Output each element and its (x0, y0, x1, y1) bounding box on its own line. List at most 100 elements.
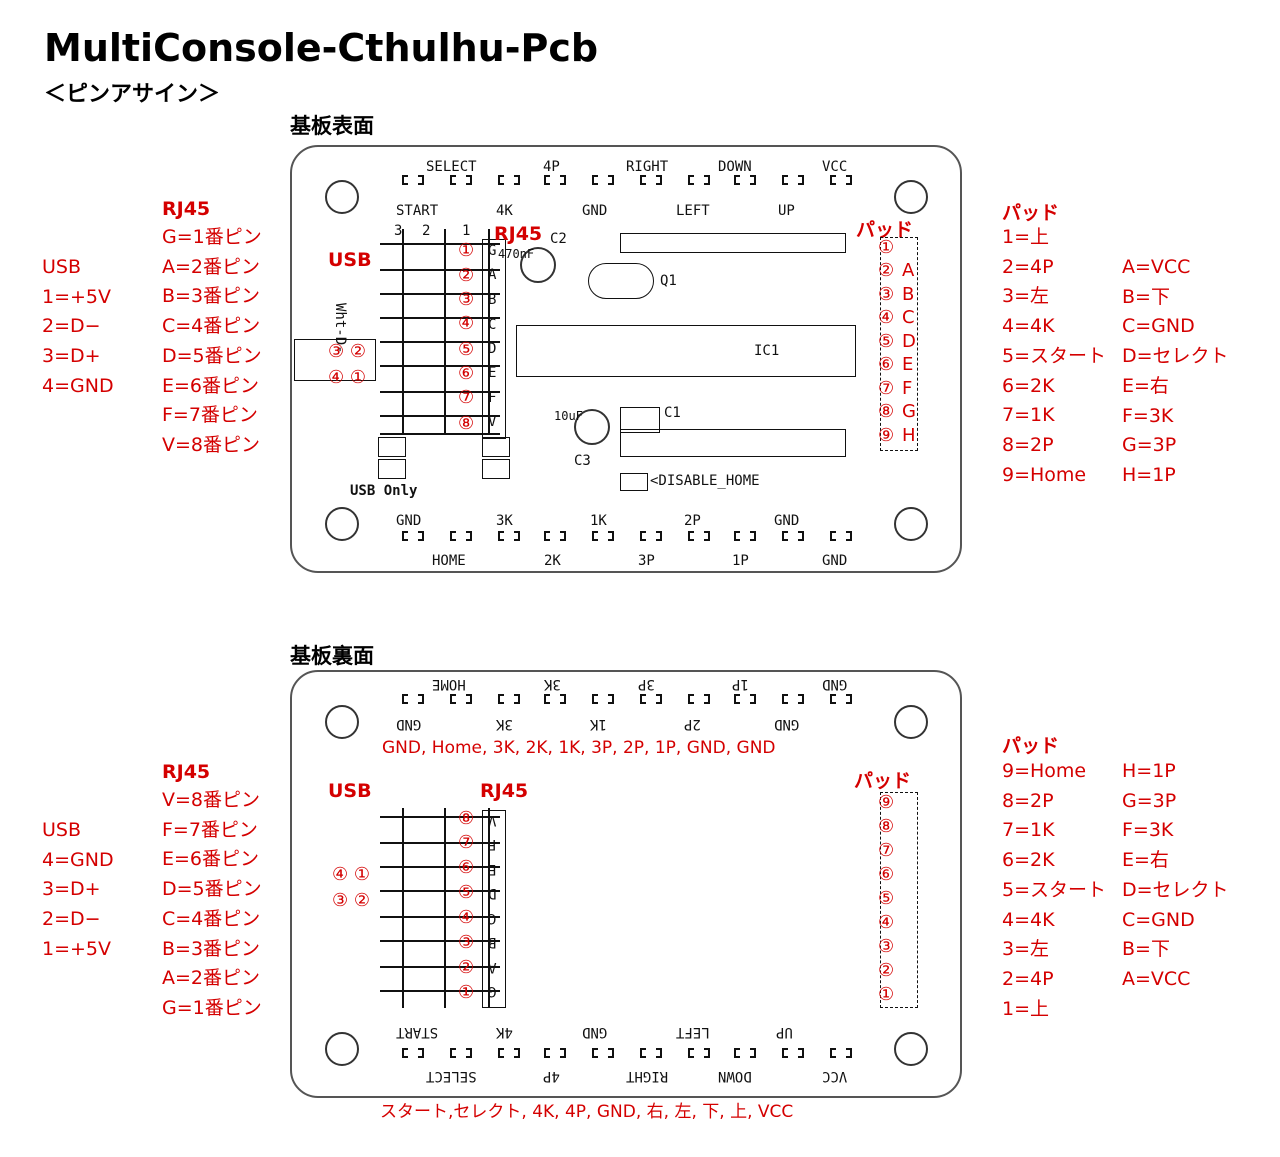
back-pad-letter: B=下 (1122, 938, 1170, 961)
pad-letter-marker: F (902, 378, 913, 399)
rj-letter: F (488, 836, 497, 852)
back-pad-legend-header: パッド (1002, 735, 1060, 757)
pin-line (380, 433, 500, 435)
front-usb-pin: 4=GND (42, 374, 114, 397)
pad-marker: ⑧ (878, 816, 895, 837)
front-rj45-pin: V=8番ピン (162, 433, 261, 456)
silk-label: 4P (543, 1068, 560, 1084)
solder-pad (782, 531, 804, 541)
silk-label: 3K (544, 676, 561, 692)
back-pad-num: 6=2K (1002, 849, 1055, 872)
solder-pad (734, 531, 756, 541)
pin-line (380, 391, 500, 393)
back-rj45-pin: C=4番ピン (162, 907, 261, 930)
rj-letter: B (488, 934, 497, 950)
col-num: 3 (394, 223, 403, 239)
back-pad-letter: H=1P (1122, 760, 1176, 782)
solder-pad (498, 1048, 520, 1058)
rj-letter: C (488, 317, 497, 333)
board-rj45-label: RJ45 (494, 223, 543, 245)
silk-label: 4K (496, 1024, 513, 1040)
back-rj45-legend: V=8番ピン F=7番ピン E=6番ピン D=5番ピン C=4番ピン B=3番ピ… (162, 786, 262, 1024)
silk-label: 4K (496, 203, 513, 219)
jumper-3 (378, 437, 406, 457)
c3-label: C3 (574, 453, 591, 469)
silk-label: START (396, 1024, 439, 1040)
front-pad-legend-header: パッド (1002, 202, 1060, 224)
pad-letter-marker: B (902, 284, 915, 305)
pin-line (380, 916, 500, 918)
pad-letter-marker: D (902, 331, 916, 352)
solder-pad (640, 694, 662, 704)
rj-letter: B (488, 292, 497, 308)
front-pad-letter: G=3P (1122, 434, 1177, 457)
solder-pad (450, 1048, 472, 1058)
back-pad-num: 8=2P (1002, 789, 1054, 812)
rj45-pin-marker: ⑤ (458, 882, 475, 903)
solder-pad (640, 175, 662, 185)
solder-pad (640, 531, 662, 541)
back-pad-letter: G=3P (1122, 789, 1177, 812)
solder-pad (782, 1048, 804, 1058)
front-usb-pin: 1=+5V (42, 285, 112, 308)
front-pad-num: 9=Home (1002, 463, 1087, 486)
back-usb-pin: 1=+5V (42, 937, 112, 960)
silk-label: 4P (543, 159, 560, 175)
front-usb-pin: 3=D+ (42, 345, 101, 368)
col-num: 2 (422, 223, 431, 239)
back-usb-pin: 2=D− (42, 908, 101, 931)
back-rj45-pin: F=7番ピン (162, 818, 258, 841)
ic1-label: IC1 (754, 343, 780, 359)
solder-pad (782, 694, 804, 704)
disable-home-jumper (620, 473, 648, 491)
pad-marker: ③ (878, 936, 895, 957)
usb-connector (294, 339, 376, 381)
back-pad-num: 5=スタート (1002, 878, 1107, 901)
mount-hole-icon (325, 507, 359, 541)
rj-letter: A (488, 267, 497, 283)
rj-letter: G (488, 983, 497, 999)
silk-label: LEFT (676, 203, 710, 219)
silk-label: UP (776, 1024, 793, 1040)
silk-label: 2K (544, 553, 561, 569)
pin-line (380, 243, 500, 245)
pad-marker: ④ (878, 307, 895, 328)
rj45-pin-marker: ④ (458, 313, 475, 334)
usb-pin-marker: ④ ① (328, 367, 366, 388)
pad-marker: ② (878, 260, 895, 281)
pad-marker: ④ (878, 912, 895, 933)
header-rail (402, 229, 404, 435)
pin-line (380, 816, 500, 818)
pad-letter-marker: C (902, 307, 915, 328)
back-pad-letter: E=右 (1122, 849, 1169, 872)
pad-marker: ⑥ (878, 864, 895, 885)
solder-pad (498, 175, 520, 185)
silk-label: GND (822, 553, 848, 569)
front-pad-num: 2=4P (1002, 255, 1054, 278)
front-rj45-pin: E=6番ピン (162, 374, 260, 397)
rj45-pin-marker: ⑥ (458, 857, 475, 878)
rj45-pin-marker: ③ (458, 289, 475, 310)
pad-marker: ⑧ (878, 401, 895, 422)
back-rj45-pin: D=5番ピン (162, 878, 262, 901)
rj-letter: D (488, 341, 497, 357)
front-pad-num: 3=左 (1002, 285, 1050, 308)
back-pad-letter: D=セレクト (1122, 878, 1229, 901)
mount-hole-icon (325, 1032, 359, 1066)
board-usb-label: USB (328, 780, 372, 802)
solder-pad (402, 694, 424, 704)
pin-line (380, 940, 500, 942)
board-rj45-label: RJ45 (480, 780, 529, 802)
front-pcb-board: SELECT 4P RIGHT DOWN VCC START 4K GND LE… (290, 145, 962, 573)
solder-pad (782, 175, 804, 185)
front-pad-num: 7=1K (1002, 404, 1055, 427)
silk-label: LEFT (676, 1024, 710, 1040)
rj45-letter-strip (482, 239, 506, 439)
page-title: MultiConsole-Cthulhu-Pcb (44, 26, 599, 70)
silk-label: GND (396, 716, 422, 732)
front-rj45-pin: F=7番ピン (162, 404, 258, 427)
back-top-caption: GND, Home, 3K, 2K, 1K, 3P, 2P, 1P, GND, … (382, 738, 776, 758)
front-rj45-legend: G=1番ピン A=2番ピン B=3番ピン C=4番ピン D=5番ピン E=6番ピ… (162, 223, 262, 461)
back-pad-num-legend: 9=Home 8=2P 7=1K 6=2K 5=スタート 4=4K 3=左 2=… (1002, 757, 1106, 1024)
silk-label: VCC (822, 159, 848, 175)
